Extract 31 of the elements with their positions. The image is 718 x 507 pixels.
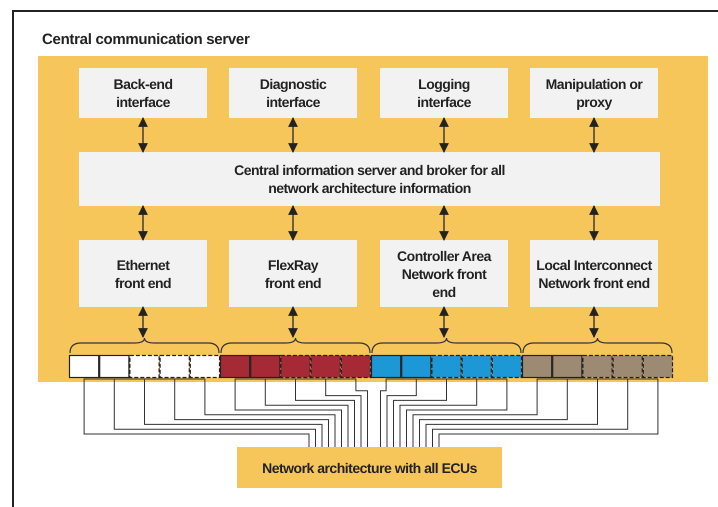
arrow	[288, 205, 298, 241]
arrow	[589, 306, 599, 338]
front-end-box: Ethernet front end	[79, 240, 207, 307]
wire-bundle	[234, 378, 368, 448]
front-end-box: Local Interconnect Network front end	[530, 240, 658, 307]
ecu-network-box: Network architecture with all ECUs	[237, 447, 502, 488]
arrow	[439, 205, 449, 241]
arrow	[288, 117, 298, 153]
port-group-drawing	[522, 337, 673, 379]
front-end-box: FlexRay front end	[229, 240, 357, 307]
arrow	[589, 117, 599, 153]
wire-bundle	[412, 378, 658, 448]
arrow	[288, 306, 298, 338]
arrow	[439, 117, 449, 153]
panel-heading: Central communication server	[42, 31, 250, 48]
port-group-drawing	[69, 337, 220, 379]
port-group-drawing	[220, 337, 371, 379]
arrow	[138, 306, 148, 338]
interface-box: Logging interface	[380, 68, 508, 118]
arrow	[589, 205, 599, 241]
broker-box: Central information server and broker for all network architecture information	[79, 152, 660, 206]
arrow	[439, 306, 449, 338]
arrow	[138, 205, 148, 241]
interface-box: Back-end interface	[79, 68, 207, 118]
interface-box: Manipulation or proxy	[530, 68, 658, 118]
wire-bundle	[380, 378, 508, 448]
arrow	[138, 117, 148, 153]
interface-box: Diagnostic interface	[229, 68, 357, 118]
wire-bundle	[84, 378, 336, 448]
front-end-box: Controller Area Network front end	[380, 240, 508, 307]
port-group-drawing	[371, 337, 522, 379]
